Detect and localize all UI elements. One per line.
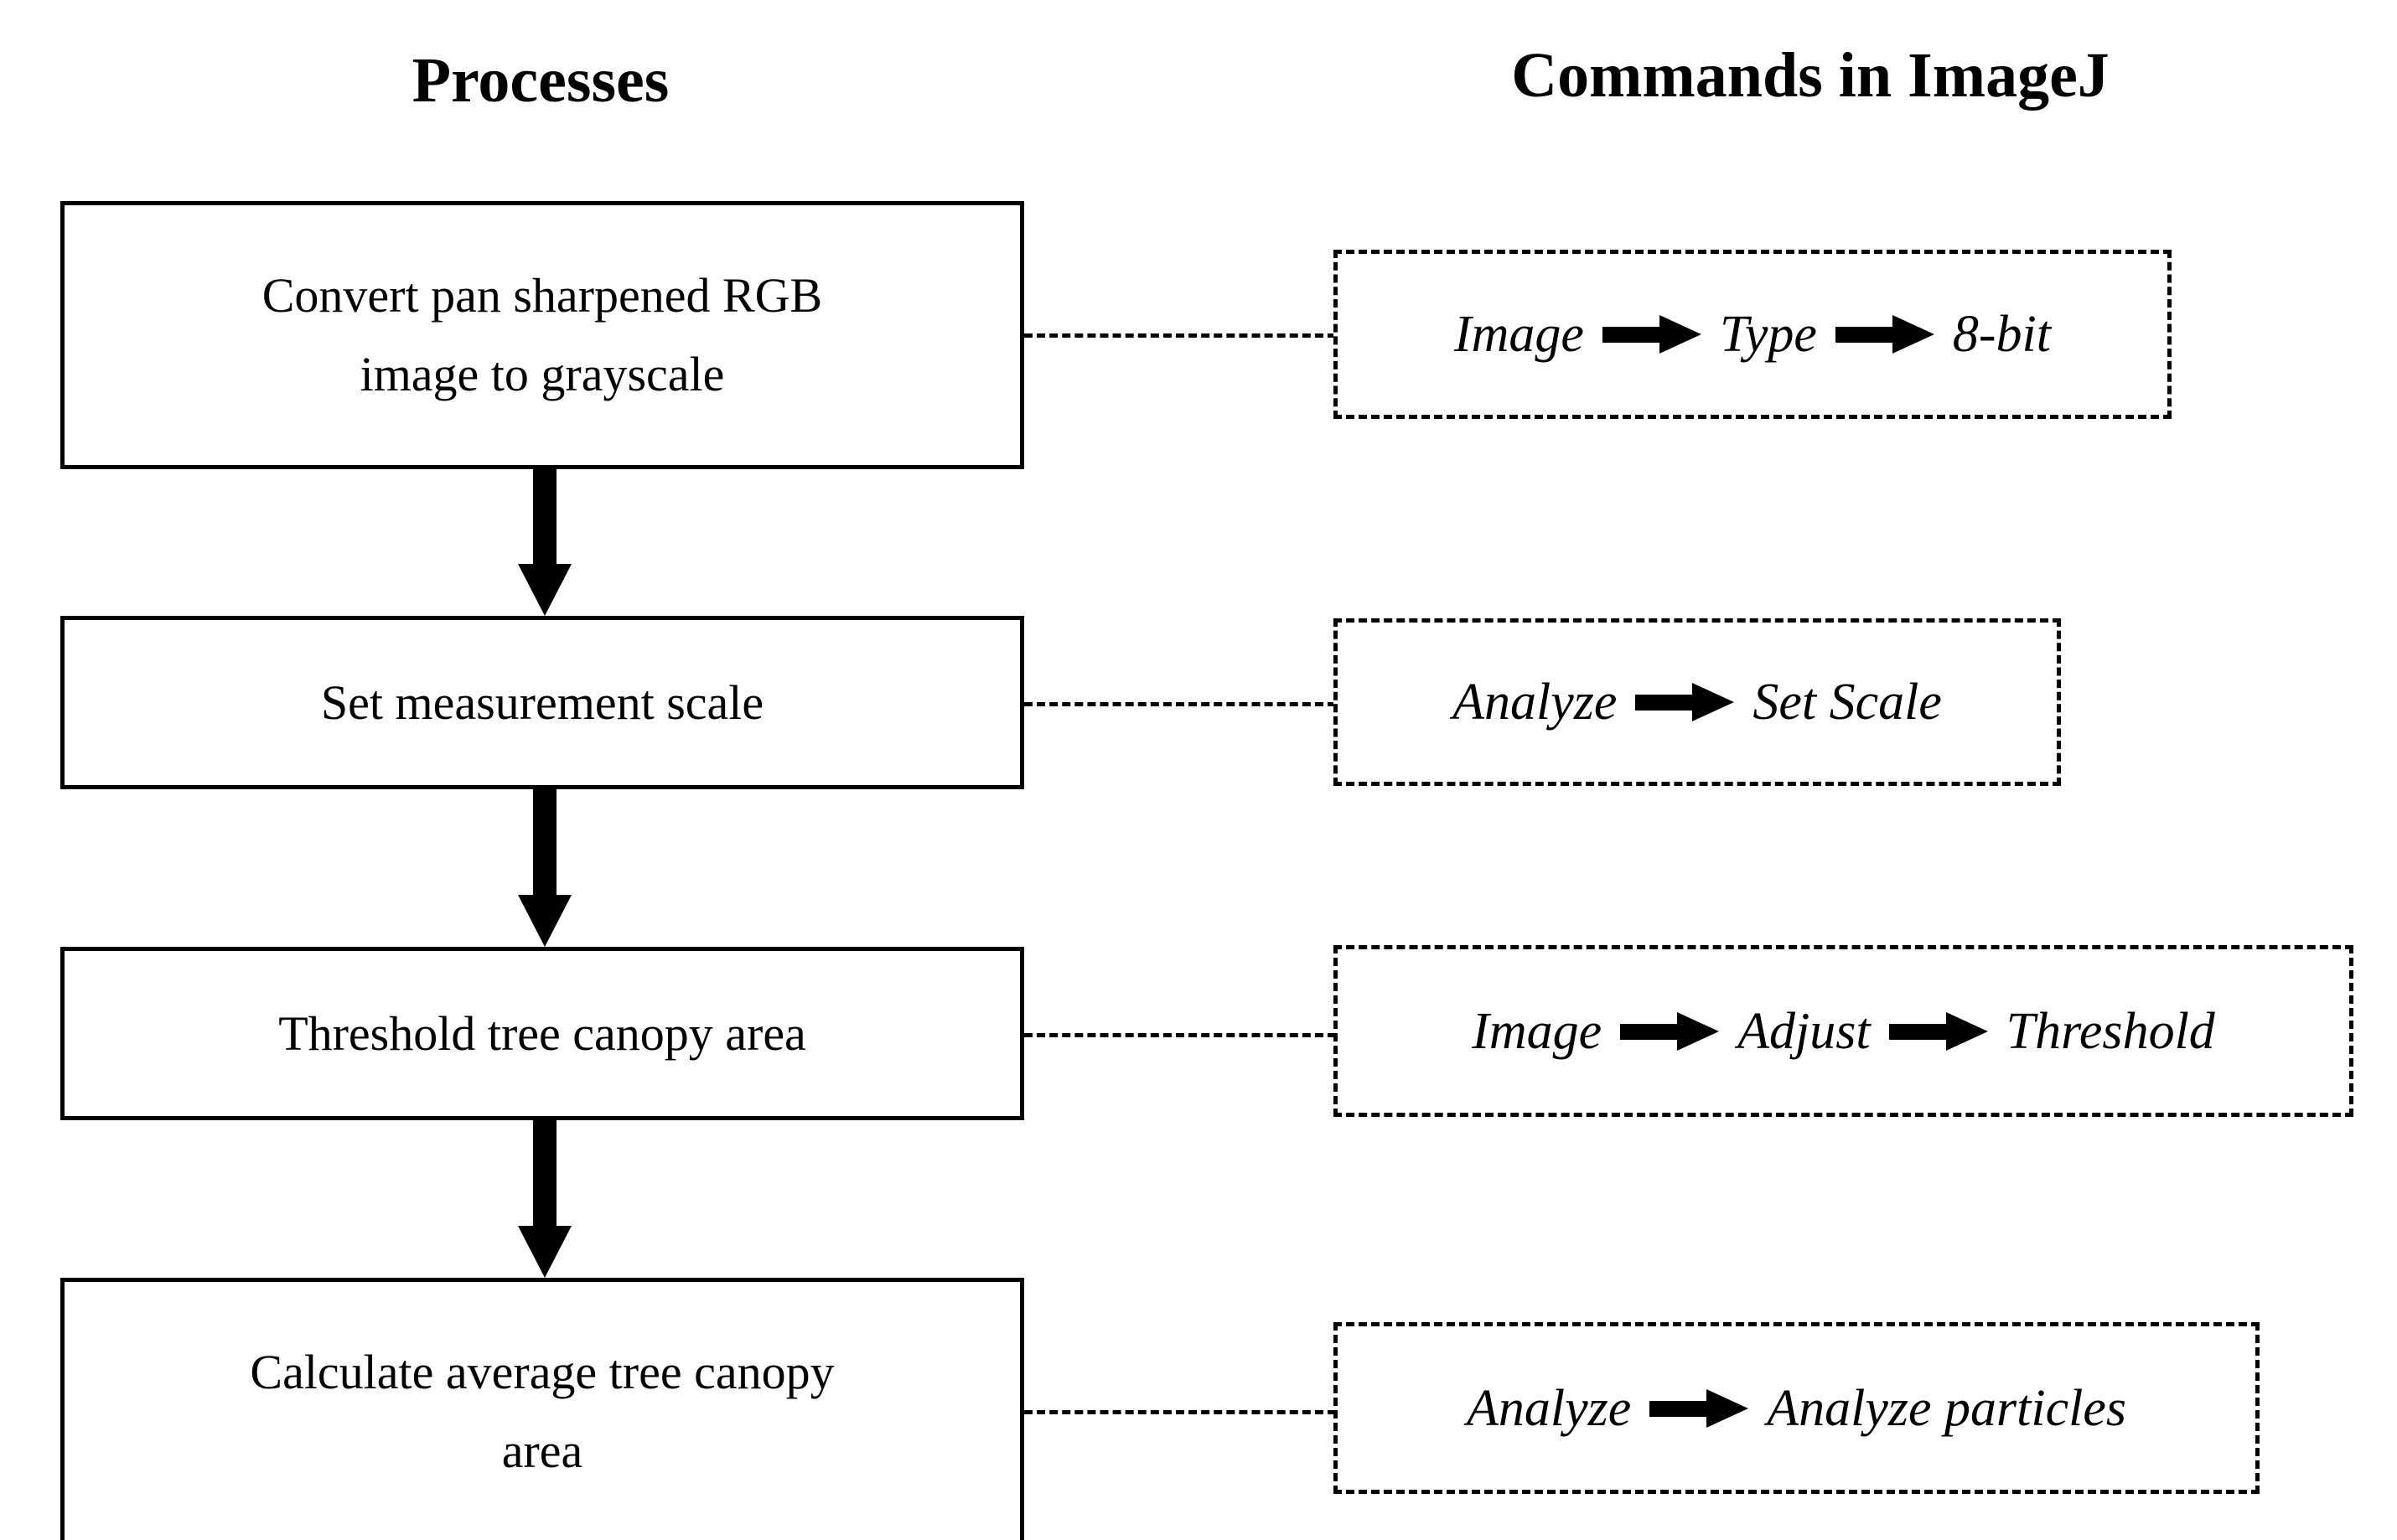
process-box-2[interactable]: Set measurement scale <box>60 616 1024 789</box>
down-arrow-icon-1 <box>518 469 572 616</box>
right-arrow-head <box>1945 1011 1988 1051</box>
command-box-3[interactable]: Image Adjust Threshold <box>1333 945 2353 1117</box>
command-token-4-1: Analyze <box>1467 1379 1632 1437</box>
process-box-1-line-2: image to grayscale <box>360 347 725 401</box>
processes-column-heading: Processes <box>412 45 670 116</box>
process-box-3-line-1: Threshold tree canopy area <box>278 1005 806 1061</box>
command-token-3-3: Threshold <box>2006 1002 2215 1060</box>
command-box-2-content: Analyze Set Scale <box>1452 676 1942 728</box>
process-box-3-label: Threshold tree canopy area <box>256 995 828 1073</box>
process-box-2-line-1: Set measurement scale <box>320 674 764 730</box>
down-arrow-head <box>518 895 572 947</box>
command-token-1-1: Image <box>1454 306 1584 363</box>
down-arrow-head <box>518 1226 572 1278</box>
command-token-1-3: 8-bit <box>1952 306 2051 363</box>
down-arrow-stem <box>533 789 557 895</box>
right-arrow-head <box>1659 315 1701 354</box>
right-arrow-head <box>1892 315 1934 354</box>
dashed-connector-line-2 <box>1024 702 1336 706</box>
right-arrow-stem <box>1888 1023 1951 1040</box>
right-arrow-icon <box>1635 683 1735 721</box>
command-box-2[interactable]: Analyze Set Scale <box>1333 618 2061 786</box>
process-box-1-line-1: Convert pan sharpened RGB <box>261 268 823 323</box>
right-arrow-stem <box>1835 327 1897 343</box>
command-box-4-content: Analyze Analyze particles <box>1467 1382 2126 1434</box>
command-token-2-2: Set Scale <box>1752 674 1942 731</box>
dashed-connector-line-4 <box>1024 1410 1336 1414</box>
right-arrow-head <box>1692 683 1735 721</box>
dashed-connector-line-1 <box>1024 333 1336 338</box>
process-box-3[interactable]: Threshold tree canopy area <box>60 947 1024 1120</box>
right-arrow-icon <box>1888 1011 1988 1051</box>
down-arrow-icon-3 <box>518 1120 572 1278</box>
process-box-1-label: Convert pan sharpened RGB image to grays… <box>241 256 844 414</box>
process-box-4-line-2: area <box>501 1424 583 1478</box>
down-arrow-head <box>518 564 572 616</box>
down-arrow-stem <box>533 1120 557 1226</box>
command-box-4[interactable]: Analyze Analyze particles <box>1333 1322 2260 1494</box>
right-arrow-icon <box>1620 1011 1720 1051</box>
process-box-4-label: Calculate average tree canopy area <box>228 1333 856 1491</box>
right-arrow-icon <box>1835 315 1934 354</box>
command-token-2-1: Analyze <box>1452 674 1618 731</box>
right-arrow-head <box>1677 1011 1720 1051</box>
command-box-1-content: Image Type 8-bit <box>1454 308 2051 360</box>
process-box-2-label: Set measurement scale <box>299 664 785 742</box>
down-arrow-stem <box>533 469 557 564</box>
dashed-connector-line-3 <box>1024 1033 1336 1037</box>
command-box-1[interactable]: Image Type 8-bit <box>1333 250 2172 419</box>
command-token-4-2: Analyze particles <box>1767 1379 2126 1437</box>
process-box-4-line-1: Calculate average tree canopy <box>250 1345 835 1400</box>
down-arrow-icon-2 <box>518 789 572 947</box>
right-arrow-icon <box>1649 1388 1749 1428</box>
right-arrow-stem <box>1649 1400 1712 1417</box>
command-token-3-2: Adjust <box>1737 1002 1871 1060</box>
right-arrow-stem <box>1635 695 1698 711</box>
commands-column-heading: Commands in ImageJ <box>1511 40 2110 111</box>
command-token-3-1: Image <box>1472 1002 1602 1060</box>
right-arrow-stem <box>1620 1023 1683 1040</box>
right-arrow-stem <box>1602 327 1664 343</box>
process-box-1[interactable]: Convert pan sharpened RGB image to grays… <box>60 201 1024 469</box>
process-box-4[interactable]: Calculate average tree canopy area <box>60 1278 1024 1540</box>
command-token-1-2: Type <box>1719 306 1817 363</box>
command-box-3-content: Image Adjust Threshold <box>1472 1005 2215 1057</box>
right-arrow-head <box>1706 1388 1749 1428</box>
right-arrow-icon <box>1602 315 1701 354</box>
